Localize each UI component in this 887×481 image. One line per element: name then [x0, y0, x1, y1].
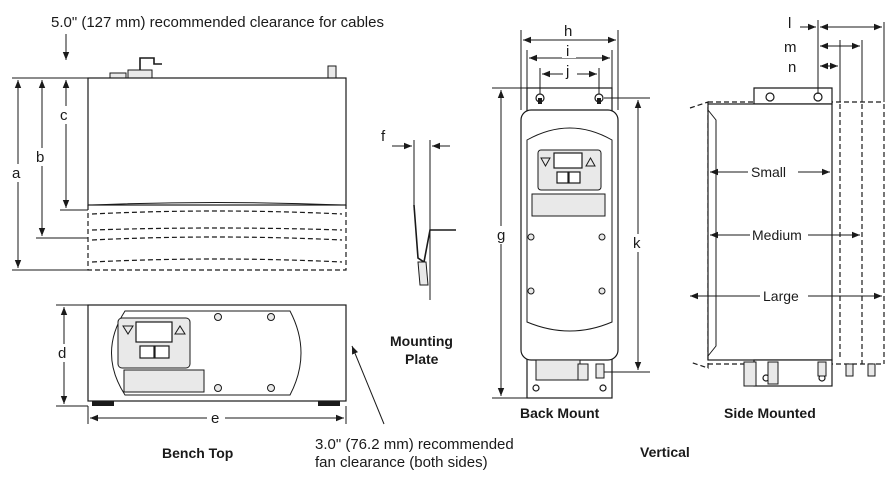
dimension-label-g: g	[497, 227, 505, 244]
back-mount-view: h i j g k Back Mount Vertical	[492, 23, 690, 460]
mounting-plate-caption-line1: Mounting	[390, 333, 453, 349]
fan-clearance-annotation: 3.0" (76.2 mm) recommended fan clearance…	[315, 345, 514, 471]
dimension-label-d: d	[58, 345, 66, 362]
dimension-label-j: j	[565, 63, 569, 80]
fan-clearance-note-line2: fan clearance (both sides)	[315, 454, 488, 471]
side-mounted-view: l m n Small Medium Large Side Mounted	[689, 15, 885, 421]
mounting-plate-bracket	[413, 204, 456, 264]
drive-enclosure-side	[87, 77, 347, 206]
mounting-plate-view: f Mounting Plate	[381, 128, 456, 367]
dimension-label-e: e	[211, 410, 219, 427]
side-mounted-caption: Side Mounted	[724, 405, 816, 421]
keypad-display	[135, 321, 173, 343]
width-label-medium: Medium	[752, 227, 802, 243]
cable-gland-icon	[327, 65, 337, 79]
cable-gland-icon	[127, 69, 153, 79]
vertical-caption: Vertical	[640, 444, 690, 460]
cable-clearance-note: 5.0" (127 mm) recommended clearance for …	[51, 14, 384, 31]
down-arrow-key-icon	[122, 325, 134, 335]
mounting-plate-caption-line2: Plate	[405, 351, 439, 367]
width-label-small: Small	[751, 164, 786, 180]
width-label-large: Large	[763, 288, 799, 304]
dimension-label-k: k	[633, 235, 641, 252]
fan-clearance-note-line1: 3.0" (76.2 mm) recommended	[315, 436, 514, 453]
dimension-label-m: m	[784, 39, 797, 56]
dimension-label-a: a	[12, 165, 21, 182]
dimension-label-i: i	[566, 43, 569, 60]
back-mount-caption: Back Mount	[520, 405, 600, 421]
up-arrow-key-icon	[174, 325, 186, 335]
dimension-label-c: c	[60, 107, 68, 124]
dimension-label-f: f	[381, 128, 386, 145]
dimension-label-l: l	[788, 15, 791, 32]
back-mount-connector-block	[535, 359, 581, 381]
front-cover-outline	[111, 310, 302, 396]
cable-connector-icon	[139, 57, 162, 70]
bench-top-side-view: 5.0" (127 mm) recommended clearance for …	[8, 14, 384, 271]
label-plate	[123, 369, 205, 393]
dimension-label-h: h	[564, 23, 572, 40]
bench-top-front-view: d e Bench Top	[54, 304, 347, 461]
dimension-label-b: b	[36, 149, 44, 166]
bench-top-caption: Bench Top	[162, 445, 233, 461]
dimension-label-n: n	[788, 59, 796, 76]
